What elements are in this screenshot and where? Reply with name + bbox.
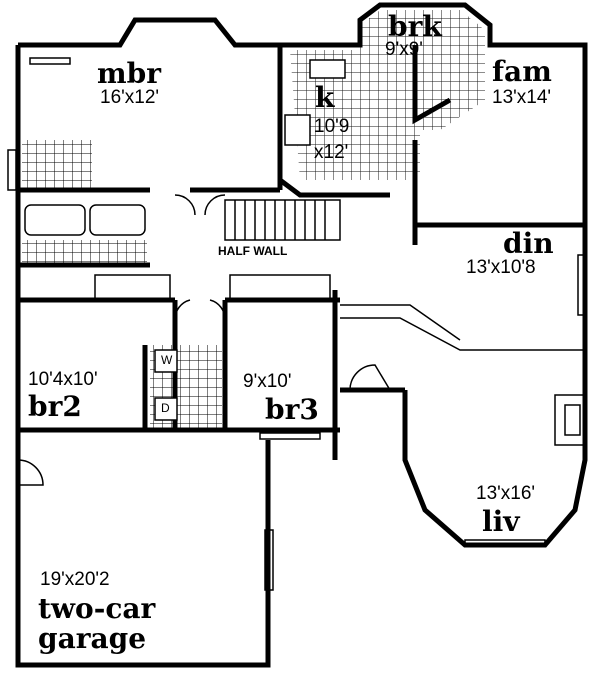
bath-tile-2 [22,240,147,265]
fam-label: fam [492,55,552,88]
br2-size: 10'4x10' [28,369,98,390]
kitchen-tile [290,10,485,180]
brk-size: 9'x9' [385,39,423,60]
garage-label-2: garage [38,622,147,655]
liv-label: liv [482,505,520,538]
k-size-2: x12' [314,142,349,163]
k-size-1: 10'9 [314,116,350,137]
washer [154,349,178,373]
range [284,114,311,146]
br3-size: 9'x10' [243,371,292,392]
dryer-label: D [161,401,170,415]
br3-label: br3 [265,393,319,426]
garage-label-1: two-car [38,592,156,625]
fam-size: 13'x14' [492,87,552,108]
washer-label: W [161,353,173,367]
garage-size: 19'x20'2 [40,569,110,590]
half-wall-label: HALF WALL [218,244,288,258]
din-size: 13'x10'8 [466,257,536,278]
bath-tile [22,140,92,190]
liv-size: 13'x16' [476,483,536,504]
din-label: din [503,227,554,260]
k-label: k [315,81,335,114]
dryer [154,397,178,421]
brk-label: brk [388,10,442,43]
sink [309,59,346,79]
br2-label: br2 [28,390,82,423]
mbr-label: mbr [97,57,161,90]
mbr-size: 16'x12' [100,87,160,108]
